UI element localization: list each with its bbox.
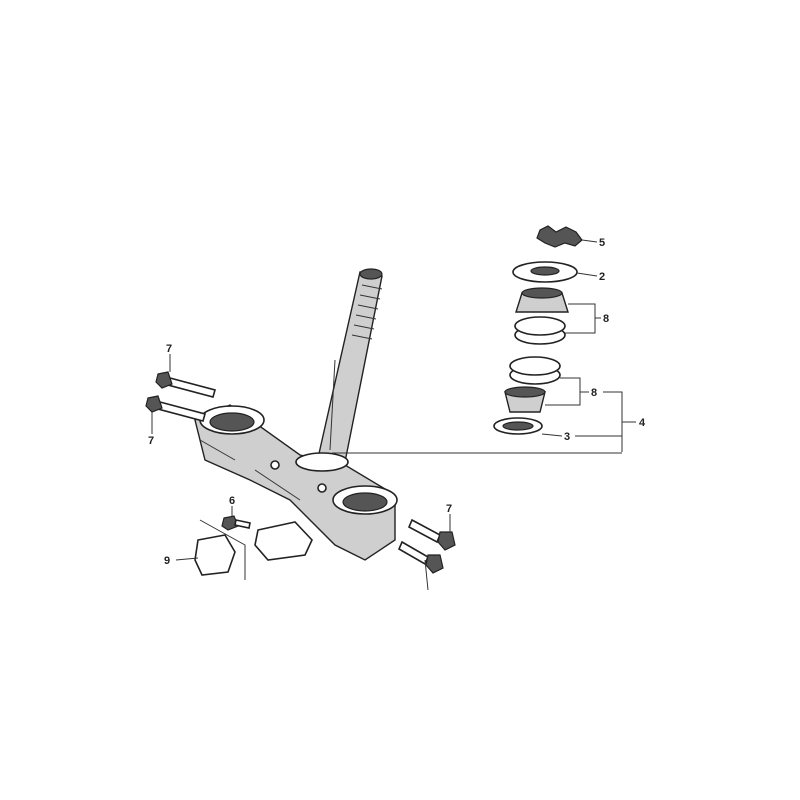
callout-9: 9 xyxy=(164,555,170,567)
bolt-7-right-b xyxy=(397,540,444,574)
lower-bearing-race xyxy=(509,356,561,385)
upper-bearing-race xyxy=(514,316,566,345)
bolt-7-upper-b xyxy=(145,395,206,422)
washer xyxy=(512,261,578,283)
callout-3: 3 xyxy=(564,431,570,443)
cable-guide xyxy=(194,521,313,576)
callout-7-b: 7 xyxy=(148,435,154,447)
steering-stem xyxy=(317,268,383,463)
callout-2: 2 xyxy=(599,271,605,283)
callout-7-a: 7 xyxy=(166,343,172,355)
bolt-7-right-a xyxy=(407,518,456,551)
leader-lines xyxy=(151,239,636,561)
callout-7-c: 7 xyxy=(446,503,452,515)
callout-6: 6 xyxy=(229,495,235,507)
callout-8-upper: 8 xyxy=(603,313,609,325)
bottom-triple-clamp xyxy=(194,404,398,561)
reference-lines xyxy=(199,519,429,591)
upper-bearing-cone xyxy=(515,287,569,313)
callout-4: 4 xyxy=(639,417,646,429)
dust-seal xyxy=(493,417,543,435)
bolt-6 xyxy=(221,515,251,531)
bolt-7-upper-a xyxy=(155,371,216,398)
callout-8-lower: 8 xyxy=(591,387,597,399)
callout-5: 5 xyxy=(599,237,605,249)
lock-nut xyxy=(536,225,583,248)
lower-bearing-cone xyxy=(504,386,546,413)
